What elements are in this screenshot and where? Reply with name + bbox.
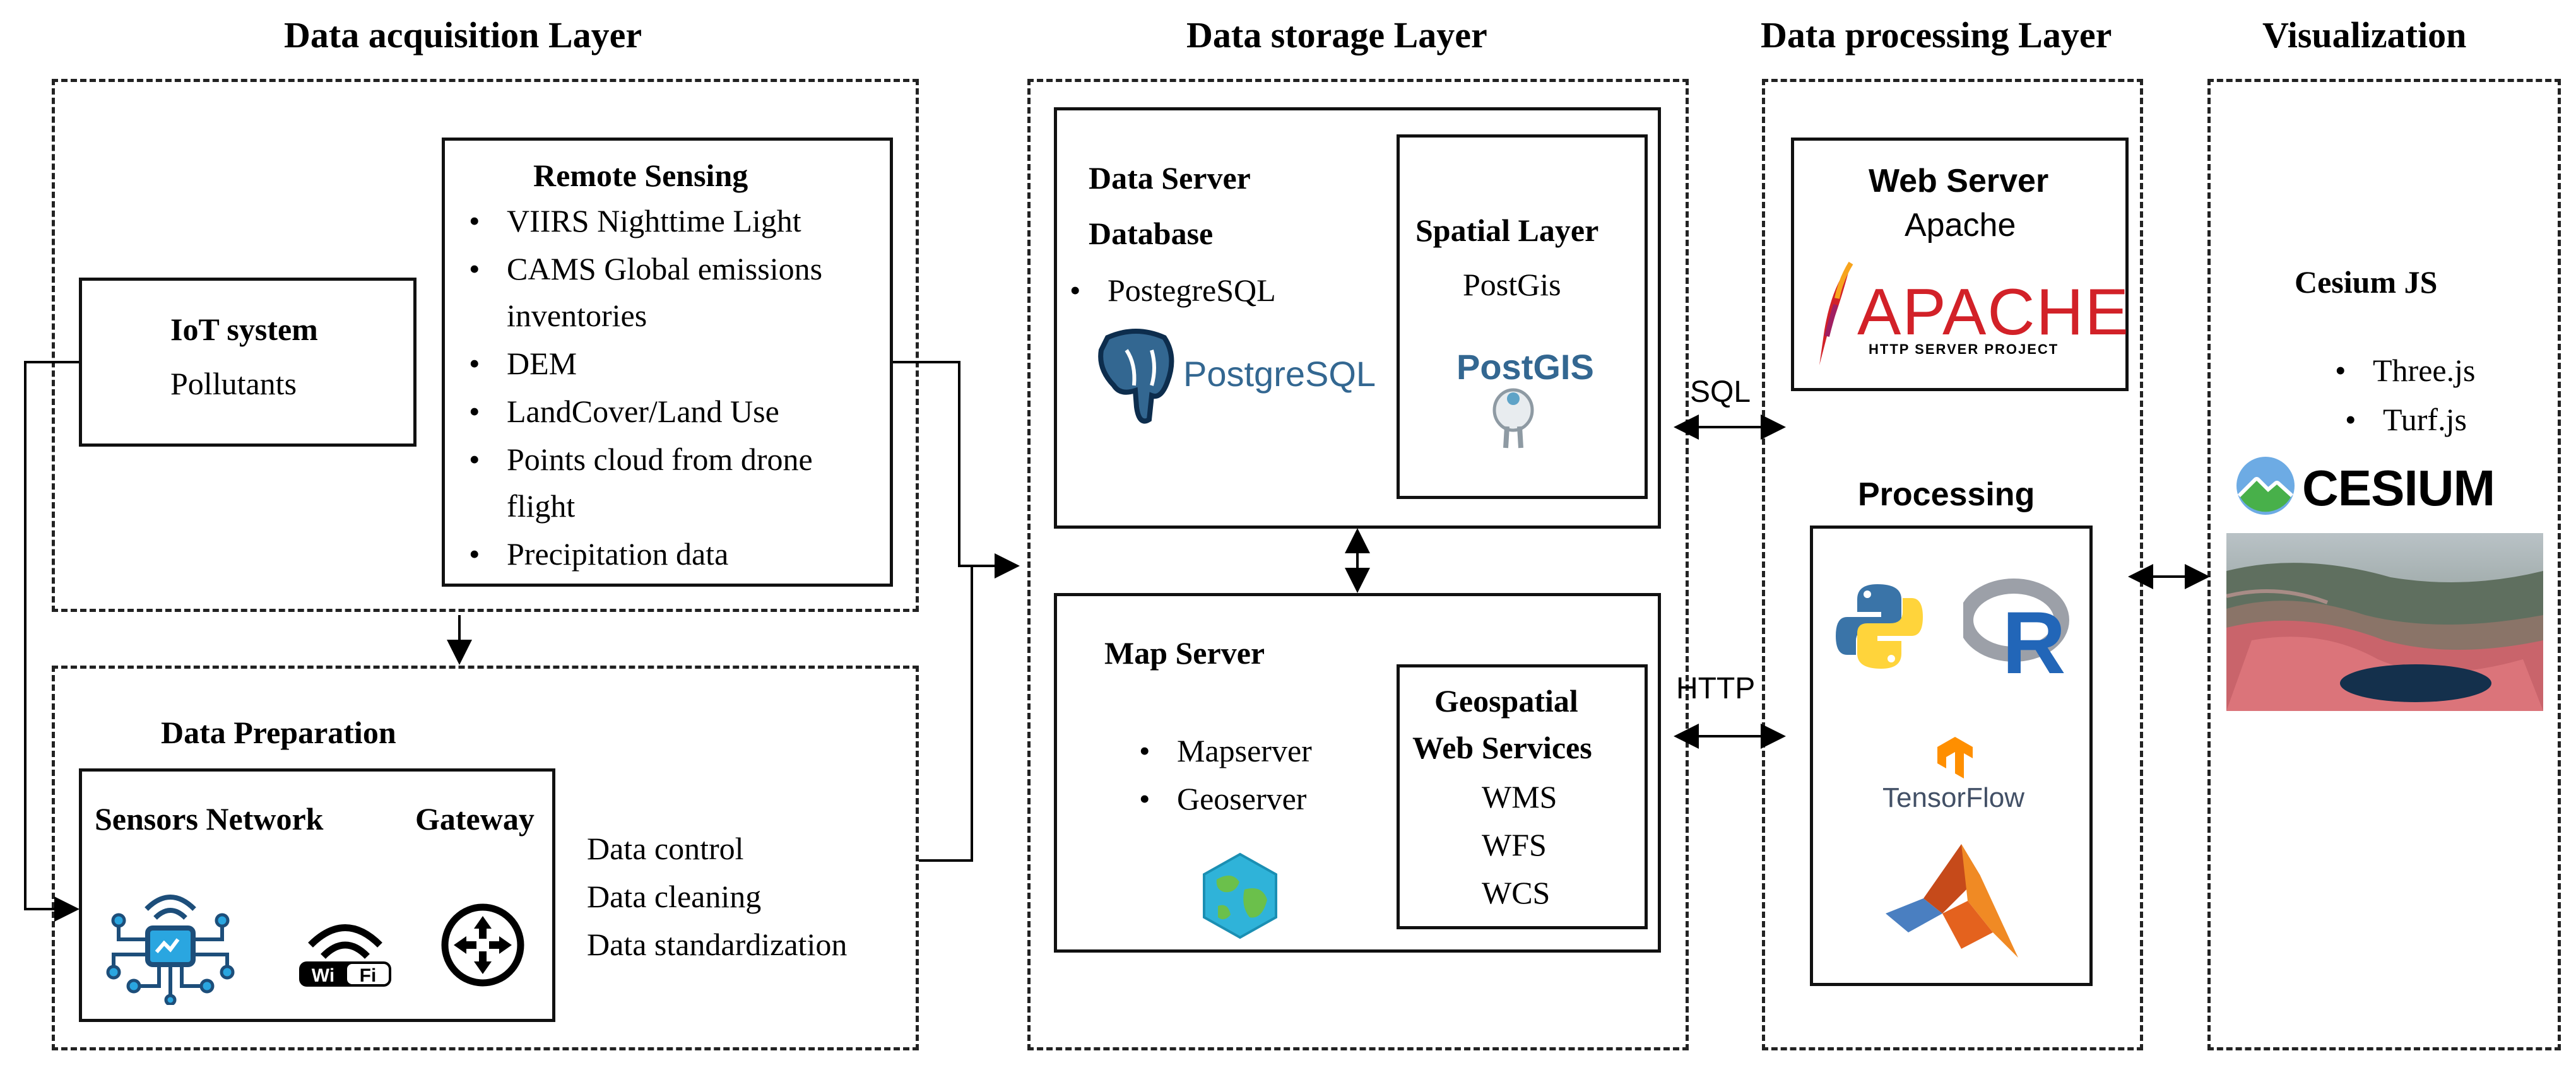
svg-text:Fi: Fi [360,965,377,986]
postgis-logo-text: PostGIS [1456,347,1594,387]
rs-item: CAMS Global emissions [469,253,822,285]
prep-step-control: Data control [587,831,744,866]
visualization-layer-title: Visualization [2262,15,2467,56]
processing-title: Processing [1858,476,2035,513]
http-connector-label: HTTP [1676,672,1756,705]
iot-title: IoT system [170,312,318,347]
r-language-icon: R [1963,579,2069,677]
remote-sensing-box: Remote Sensing VIIRS Nighttime Light CAM… [442,138,893,587]
remote-sensing-title: Remote Sensing [533,158,748,193]
cesium-logo-icon [2236,457,2295,515]
acquisition-layer-title: Data acquisition Layer [284,15,642,56]
web-server-subtitle: Apache [1905,207,2016,244]
wifi-icon: Wi Fi [299,924,391,987]
rs-item: VIIRS Nighttime Light [469,205,801,237]
gateway-label: Gateway [415,801,535,837]
map-server-item: Geoserver [1139,783,1307,814]
service-wcs: WCS [1482,875,1551,910]
tensorflow-logo-text: TensorFlow [1882,782,2024,813]
web-server-box: Web Server Apache APACHE HTTP SERVER PRO… [1791,138,2129,391]
postgresql-elephant-icon [1098,329,1174,424]
apache-feather-icon [1819,261,1853,365]
acquisition-container [52,79,919,612]
apache-logo-text: APACHE [1857,276,2130,349]
map-server-title: Map Server [1104,635,1265,671]
web-server-title: Web Server [1869,163,2049,199]
web-services-title: Web Services [1412,730,1592,765]
map-server-item: Mapserver [1139,735,1312,767]
postgresql-logo-text: PostgreSQL [1183,354,1376,394]
cesium-item: Turf.js [2345,404,2467,435]
iot-subtitle: Pollutants [170,366,297,401]
python-logo-icon [1836,584,1923,669]
prep-step-cleaning: Data cleaning [587,879,762,914]
service-wfs: WFS [1482,827,1547,862]
cesium-title: Cesium JS [2295,264,2438,300]
sensor-network-icon [106,895,235,1005]
rs-item: DEM [469,348,577,379]
gateway-router-icon [441,903,524,987]
postgis-elephant-icon [1492,388,1534,449]
sql-connector-label: SQL [1690,375,1751,409]
preparation-title: Data Preparation [161,715,396,750]
rs-item-cont: inventories [507,298,647,333]
geospatial-services-box: Geospatial Web Services WMS WFS WCS [1397,664,1648,929]
map-server-box: Map Server Mapserver Geoserver Geospatia… [1054,593,1661,953]
processing-layer-title: Data processing Layer [1761,15,2112,56]
geospatial-title: Geospatial [1434,683,1578,719]
tensorflow-logo-icon [1937,737,1973,778]
cesium-3d-map-thumbnail [2226,533,2543,711]
preparation-container [52,666,919,1050]
r-letter: R [2002,593,2065,677]
rs-item: Precipitation data [469,538,728,570]
database-title: Database [1089,216,1214,251]
spatial-layer-subtitle: PostGis [1463,267,1561,302]
data-server-title: Data Server [1089,160,1251,196]
processing-box: R TensorFlow [1810,526,2093,986]
storage-layer-title: Data storage Layer [1186,15,1487,56]
svg-text:Wi: Wi [312,965,334,986]
cesium-logo-text: CESIUM [2302,460,2495,516]
rs-item: LandCover/Land Use [469,396,779,427]
spatial-layer-box: Spatial Layer PostGis PostGIS [1397,134,1648,499]
geoserver-globe-icon [1203,852,1277,939]
apache-logo-subtext: HTTP SERVER PROJECT [1869,341,2059,357]
cesium-item: Three.js [2335,355,2476,386]
storage-container [1027,79,1689,1050]
database-item: PostegreSQL [1070,274,1276,306]
iot-system-box: IoT system Pollutants [79,278,417,447]
rs-item: Points cloud from drone [469,444,813,475]
sensors-label: Sensors Network [95,801,324,837]
sensors-gateway-box: Sensors Network Gateway Wi Fi [79,768,555,1022]
matlab-logo-icon [1886,844,2018,958]
data-server-box: Data Server Database PostegreSQL Postgre… [1054,107,1661,529]
rs-item-cont: flight [507,488,576,524]
service-wms: WMS [1482,779,1557,814]
prep-step-standardization: Data standardization [587,927,848,962]
spatial-layer-title: Spatial Layer [1415,213,1599,248]
